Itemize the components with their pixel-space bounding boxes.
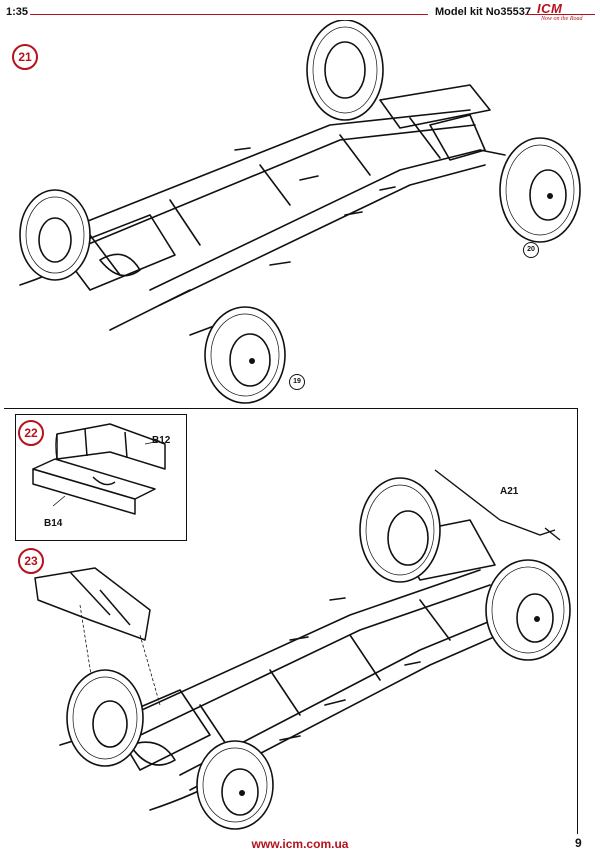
step-23-chassis-illustration: [34, 469, 571, 830]
logo-text: ICM: [537, 1, 563, 16]
model-number: Model kit No35537: [435, 6, 531, 18]
footer-url[interactable]: www.icm.com.ua: [251, 837, 349, 851]
step-23-frame: [4, 408, 578, 834]
step-21-chassis-illustration: [19, 20, 581, 404]
part-b12-label: B12: [152, 435, 171, 446]
part-a21-label: A21: [500, 486, 519, 497]
header-rule-right: [525, 14, 595, 15]
ref-step-20: 20: [523, 242, 539, 258]
step-21-number: 21: [12, 44, 38, 70]
icm-logo: ICM Now on the Road: [531, 1, 589, 26]
logo-tagline: Now on the Road: [541, 16, 583, 22]
step-22-panel: [15, 414, 187, 541]
ref-step-19: 19: [289, 374, 305, 390]
scale-label: 1:35: [6, 6, 29, 18]
step-23-number: 23: [18, 548, 44, 574]
step-22-number: 22: [18, 420, 44, 446]
header-rule: [30, 14, 428, 15]
step-22-seat-illustration: [32, 423, 166, 515]
page-header: 1:35 Model kit No35537 ICM Now on the Ro…: [0, 0, 600, 30]
page-number: 9: [575, 836, 582, 850]
part-b14-label: B14: [44, 518, 63, 529]
